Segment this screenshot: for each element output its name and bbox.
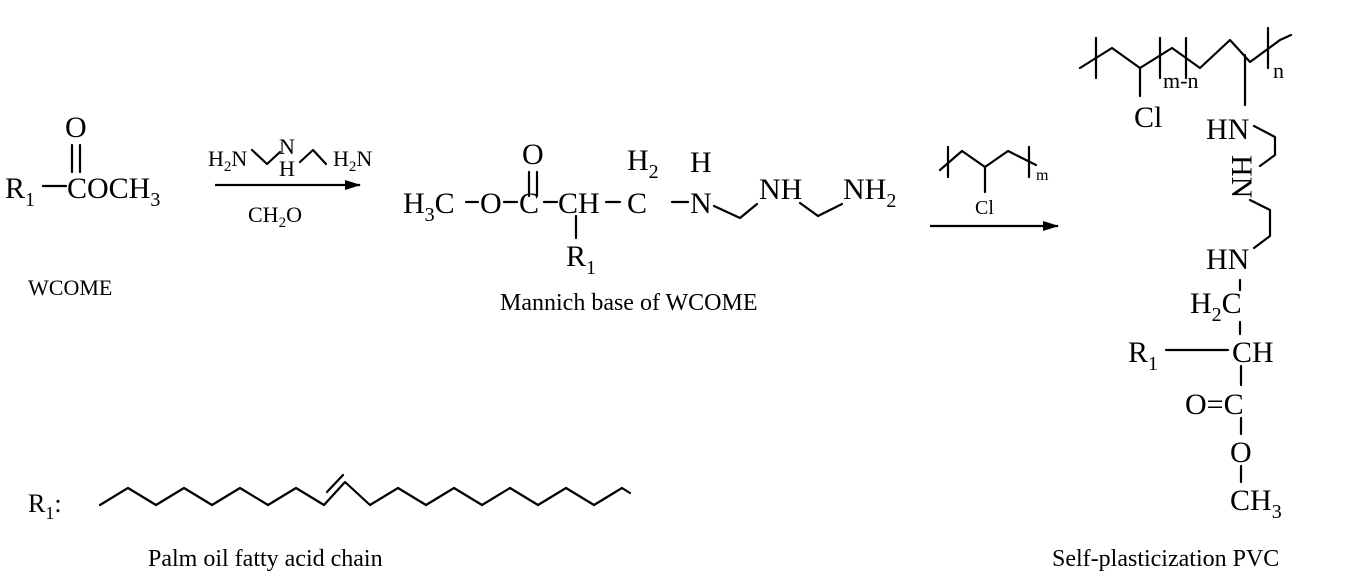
intermediate-ethylene-1 bbox=[712, 202, 759, 220]
r1-group: R1 bbox=[5, 172, 35, 211]
product-repeat-n: n bbox=[1273, 58, 1284, 83]
r1-definition: R1: Palm oil fatty acid chain bbox=[28, 473, 632, 572]
product-hn-3: HN bbox=[1206, 243, 1249, 276]
ester-group: COCH3 bbox=[67, 172, 160, 211]
reagent-amine-right: H2N bbox=[333, 146, 372, 175]
intermediate-mannich-base: O H3C O C CH R1 H2 C H N NH NH2 Mannich … bbox=[403, 138, 896, 316]
reagent-chain-right bbox=[298, 148, 328, 166]
reagent-pvc: Cl m bbox=[938, 145, 1049, 219]
reagent-chain-left bbox=[250, 148, 282, 166]
intermediate-n1-hydrogen: H bbox=[690, 146, 712, 179]
intermediate-ester-oxygen: O bbox=[480, 187, 502, 220]
r1-definition-caption: Palm oil fatty acid chain bbox=[148, 546, 383, 572]
r1-definition-symbol: R1: bbox=[28, 489, 62, 523]
product-methylene: H2C bbox=[1190, 287, 1242, 326]
intermediate-nh: NH bbox=[759, 173, 802, 206]
product-carbonyl: O=C bbox=[1185, 388, 1244, 421]
product-self-plasticization-pvc: m-n n Cl HN HN HN H2C R1 CH O=C O CH3 Se… bbox=[1052, 26, 1293, 572]
intermediate-r1: R1 bbox=[566, 240, 596, 279]
wcome-label: WCOME bbox=[28, 275, 112, 300]
mannich-base-label: Mannich base of WCOME bbox=[500, 290, 758, 316]
pvc-chlorine: Cl bbox=[975, 197, 994, 219]
product-ethylene-2 bbox=[1248, 198, 1272, 250]
intermediate-ch: CH bbox=[558, 187, 600, 220]
reagent-formaldehyde: CH2O bbox=[248, 202, 302, 231]
reagent-diethylenetriamine: H2N N H H2N bbox=[208, 134, 372, 181]
reagent-amine-left: H2N bbox=[208, 146, 247, 175]
product-ester-oxygen: O bbox=[1230, 436, 1252, 469]
intermediate-methyl: H3C bbox=[403, 187, 455, 226]
carbonyl-oxygen: O bbox=[65, 111, 87, 144]
product-r1: R1 bbox=[1128, 336, 1158, 375]
intermediate-nh2: NH2 bbox=[843, 173, 896, 212]
pvc-backbone bbox=[938, 149, 1038, 172]
product-hn-1: HN bbox=[1206, 113, 1249, 146]
pvc-repeat-m: m bbox=[1036, 167, 1049, 184]
product-ethylene-1 bbox=[1252, 124, 1277, 168]
product-chlorine: Cl bbox=[1134, 101, 1162, 134]
product-repeat-mn: m-n bbox=[1163, 68, 1198, 93]
intermediate-n1: N bbox=[690, 187, 712, 220]
product-hn-2: HN bbox=[1225, 155, 1258, 198]
product-methyl: CH3 bbox=[1230, 484, 1282, 523]
fatty-acid-double-bond bbox=[325, 473, 345, 494]
reagent-mid-h: H bbox=[279, 156, 295, 181]
reagent-mid-n: N bbox=[279, 134, 295, 159]
reaction-arrow-1: H2N N H H2N CH2O bbox=[208, 134, 372, 231]
reactant-wcome: O R1 COCH3 WCOME bbox=[5, 111, 160, 300]
product-backbone bbox=[1078, 33, 1293, 70]
intermediate-carbonyl-oxygen: O bbox=[522, 138, 544, 171]
intermediate-h2: H2 bbox=[627, 144, 659, 183]
product-ch: CH bbox=[1232, 336, 1274, 369]
intermediate-methylene-carbon: C bbox=[627, 187, 647, 220]
intermediate-ethylene-2 bbox=[798, 201, 844, 218]
reaction-arrow-2: Cl m bbox=[930, 145, 1059, 231]
fatty-acid-chain bbox=[98, 480, 632, 507]
intermediate-carbonyl-carbon: C bbox=[519, 187, 539, 220]
product-label: Self-plasticization PVC bbox=[1052, 546, 1279, 572]
